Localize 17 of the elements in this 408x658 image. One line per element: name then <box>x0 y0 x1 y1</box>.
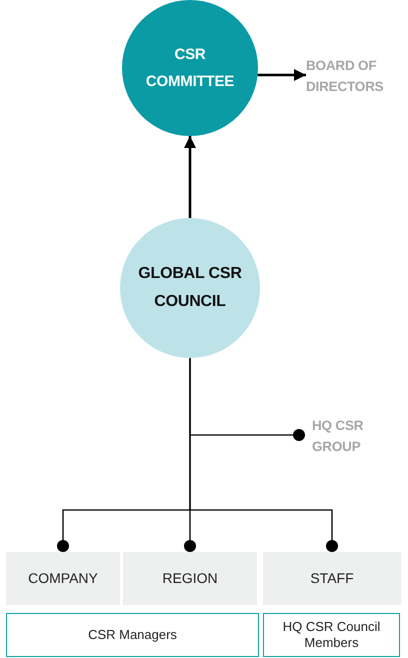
box-label: COMPANY <box>28 570 98 587</box>
role-box <box>6 613 259 657</box>
node-label: HQ CSR GROUP <box>312 417 364 456</box>
unit-box <box>263 552 401 605</box>
arrow <box>258 69 306 81</box>
box-label: REGION <box>162 570 218 587</box>
circle-title: CSR COMMITTEE <box>144 45 236 92</box>
box-label: CSR Managers <box>88 626 177 644</box>
unit-box <box>123 552 257 605</box>
role-box <box>263 613 400 657</box>
box-label: STAFF <box>310 570 354 587</box>
unit-box <box>6 552 120 605</box>
box-label: HQ CSR Council Members <box>282 618 382 652</box>
node-label: BOARD OF DIRECTORS <box>306 57 384 96</box>
connector-line <box>189 358 338 552</box>
arrow <box>184 136 196 218</box>
circle-title: GLOBAL CSR COUNCIL <box>137 264 243 312</box>
